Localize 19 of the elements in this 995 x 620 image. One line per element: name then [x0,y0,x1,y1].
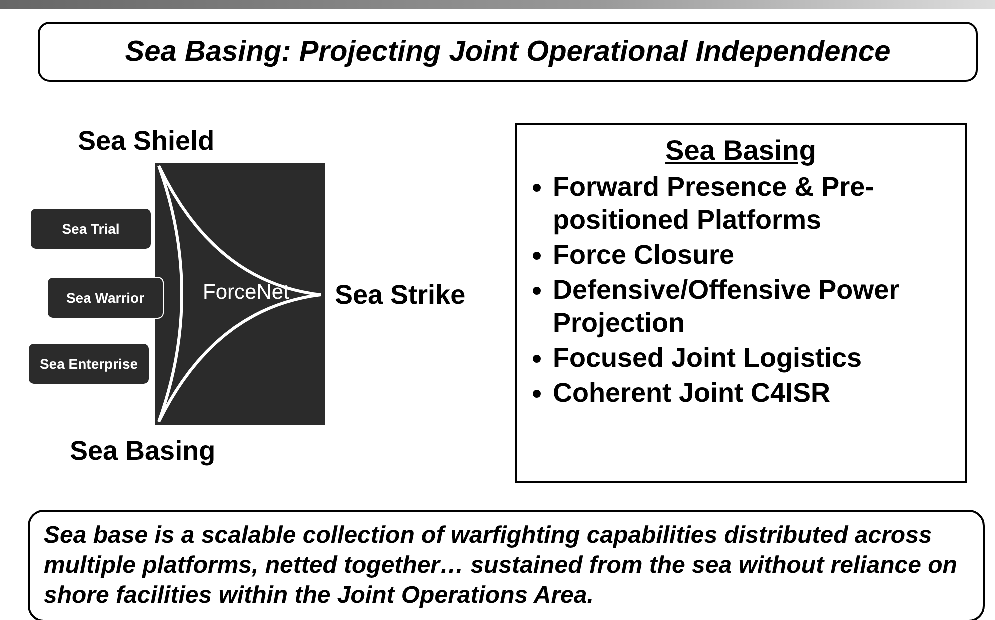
box-label: Sea Trial [62,221,120,237]
vertex-label: Sea Basing [70,436,216,467]
panel-heading: Sea Basing [666,135,816,166]
bullet-text: Forward Presence & Pre-positioned Platforms [553,171,876,237]
label-box [47,277,164,319]
bullet-text: Focused Joint Logistics [553,342,862,375]
bullet-text: Coherent Joint C4ISR [553,377,831,410]
box-label: Sea Enterprise [40,356,138,372]
caption: Sea base is a scalable collection of warfighting capabilities distributed across multiple platforms, netted together… sustained from the sea without reliance on shore facilities within the Joint Operations Area. [44,521,958,611]
panel-label: ForceNet [203,281,290,305]
label-box [30,208,152,250]
title: Sea Basing: Projecting Joint Operational Independence [125,36,891,68]
bullet-text: Defensive/Offensive Power Projection [553,274,901,340]
vertex-label: Sea Shield [78,126,215,157]
box-label: Sea Warrior [66,290,145,306]
bullet-text: Force Closure [553,239,735,272]
info-panel [515,123,967,483]
vertex-label: Sea Strike [335,280,466,311]
label-box [28,343,150,385]
